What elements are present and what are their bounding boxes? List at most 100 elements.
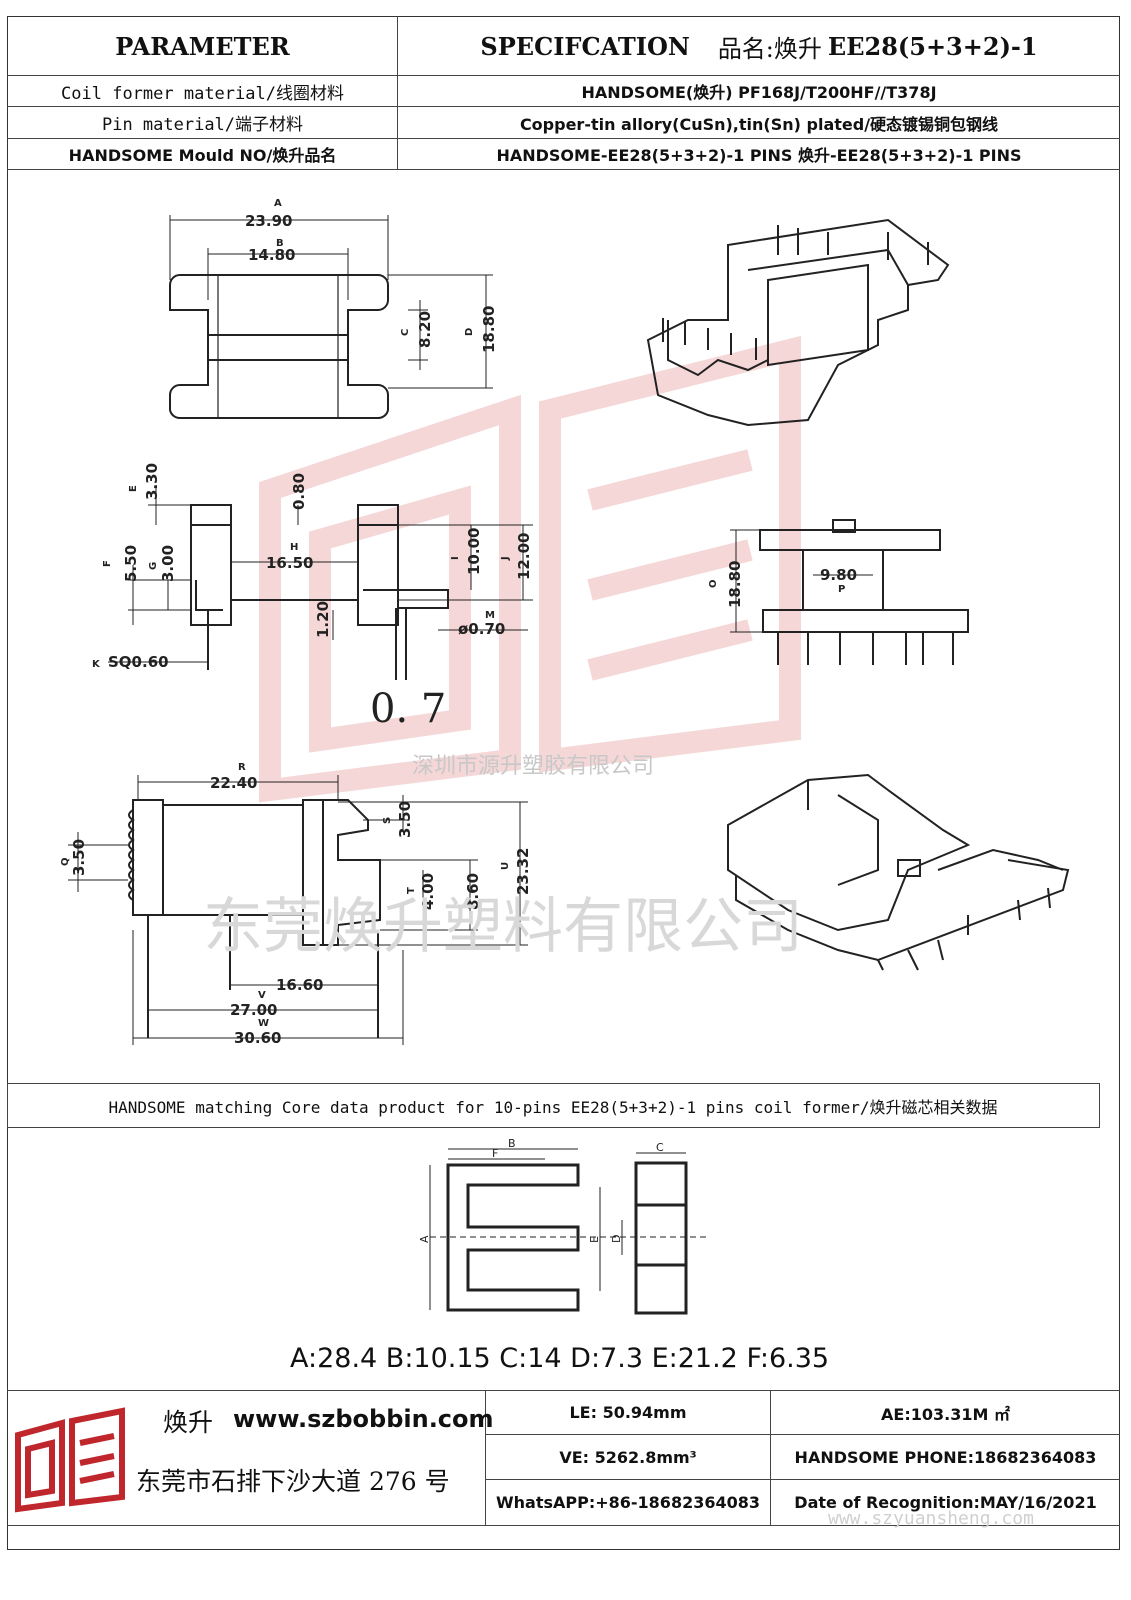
footer-whatsapp: WhatsAPP:+86-18682364083 [495,1493,760,1512]
footer-row-line-2 [485,1479,1120,1480]
tag-e: E [128,485,139,492]
watermark-site: www.szyuansheng.com [828,1508,1034,1529]
pin-material-value: Copper-tin allory(CuSn),tin(Sn) plated/硬… [519,114,999,134]
dim-u-value: 23.32 [514,848,532,895]
dim-w-value: 30.60 [234,1029,281,1047]
tag-k: K [92,659,101,670]
dim-j-value: 12.00 [515,533,533,580]
footer-le: LE: 50.94mm [569,1403,687,1422]
dim-i-value: 10.00 [465,528,483,575]
coil-material-value: HANDSOME(焕升) PF168J/T200HF//T378J [581,83,937,102]
tag-c: C [400,329,411,336]
technical-drawing: 23.90 14.80 8.20 18.80 A B C D [60,198,1070,1047]
footer-brand: 焕升 [163,1408,214,1437]
dim-v-value: 27.00 [230,1001,277,1019]
dim-f-value: 5.50 [122,545,140,582]
tag-t: T [406,887,417,894]
core-label-e: E [588,1236,601,1243]
watermark-logo [259,335,801,803]
dim-d-value: 18.80 [480,306,498,353]
tag-p: P [838,584,845,595]
tag-g: G [148,562,159,570]
footer-col-line-1 [485,1390,486,1525]
footer-col-line-2 [770,1390,771,1525]
dim-k-value: SQ0.60 [108,653,169,671]
tag-b: B [276,238,284,249]
product-code: EE28(5+3+2)-1 [827,31,1038,61]
tag-f: F [102,560,113,567]
tag-q: Q [60,857,71,866]
dim-m-value: ø0.70 [458,620,505,638]
product-brand: 焕升 [773,34,822,63]
row-divider-3 [7,169,1120,170]
coil-material-label: Coil former material/线圈材料 [61,83,344,104]
dim-t-value: 4.00 [419,873,437,910]
dim-q-value: 3.50 [70,839,88,876]
core-label-f: F [492,1147,498,1160]
dim-e-value: 3.30 [143,463,161,500]
tag-m: M [485,610,495,621]
tag-o: O [708,579,719,588]
tag-r: R [238,762,246,773]
core-section-bottom-line [7,1127,1100,1128]
dim-c-value: 8.20 [416,311,434,348]
parameter-heading: PARAMETER [115,31,290,61]
specification-heading: SPECIFCATION 品名: 焕升 EE28(5+3+2)-1 [398,17,1120,75]
company-logo [15,1407,125,1513]
dim-b-value: 14.80 [248,246,295,264]
dim-g-value: 3.00 [159,545,177,582]
footer-bottom-line [7,1525,1120,1526]
core-section-left-line [7,1083,8,1128]
footer-top-line [7,1390,1120,1391]
tag-v: V [258,990,266,1001]
core-section-title: HANDSOME matching Core data product for … [108,1097,998,1117]
core-diagram: B F A C D E [418,1137,710,1315]
dim-s-value: 3.50 [396,801,414,838]
specification-label: SPECIFCATION [480,31,690,61]
tag-u: U [500,862,511,870]
product-name-label: 品名: [717,34,774,63]
footer-phone: HANDSOME PHONE:18682364083 [794,1447,1097,1467]
side-view [190,504,449,680]
dim-r-value: 22.40 [210,774,257,792]
dim-1660-value: 16.60 [276,976,323,994]
front-view [759,519,969,665]
isometric-view-bottom [727,773,1070,971]
tag-i: I [450,556,461,560]
core-label-a: A [418,1235,431,1243]
row-divider-1 [7,106,1120,107]
header-divider [7,75,1120,76]
footer-website[interactable]: www.szbobbin.com [233,1405,494,1433]
tag-h: H [290,542,298,553]
row-divider-2 [7,138,1120,139]
tag-w: W [258,1018,269,1029]
tag-a: A [274,198,282,209]
dim-a-value: 23.90 [245,212,292,230]
footer-row-line-1 [485,1434,1120,1435]
dim-080-value: 0.80 [290,473,308,510]
footer-ve: VE: 5262.8mm³ [559,1447,697,1467]
spec-sheet-frame [7,16,1120,1550]
core-dimensions: A:28.4 B:10.15 C:14 D:7.3 E:21.2 F:6.35 [290,1343,830,1374]
dim-860-value: 8.60 [464,873,482,910]
isometric-view-top [646,218,950,427]
dim-o-value: 18.80 [726,561,744,608]
core-label-d: D [610,1235,623,1243]
core-label-b: B [508,1137,516,1150]
footer-address: 东莞市石排下沙大道 276 号 [136,1467,450,1496]
core-section-top-line [7,1083,1100,1084]
tag-s: S [382,817,393,824]
watermark-company-large: 东莞焕升塑料有限公司 [203,892,803,962]
dim-h-value: 16.50 [266,554,313,572]
mould-no-label: HANDSOME Mould NO/焕升品名 [68,146,337,165]
dim-p-value: 9.80 [820,566,857,584]
core-section-right-line [1099,1083,1100,1128]
top-view [169,274,389,420]
watermark-company-small: 深圳市源升塑胶有限公司 [412,754,655,779]
pin-material-label: Pin material/端子材料 [101,115,304,135]
tag-d: D [464,328,475,336]
footer-date: Date of Recognition:MAY/16/2021 [794,1493,1097,1512]
bottom-view [128,799,381,1038]
dim-120-value: 1.20 [314,601,332,638]
mould-no-value: HANDSOME-EE28(5+3+2)-1 PINS 焕升-EE28(5+3+… [496,146,1022,165]
